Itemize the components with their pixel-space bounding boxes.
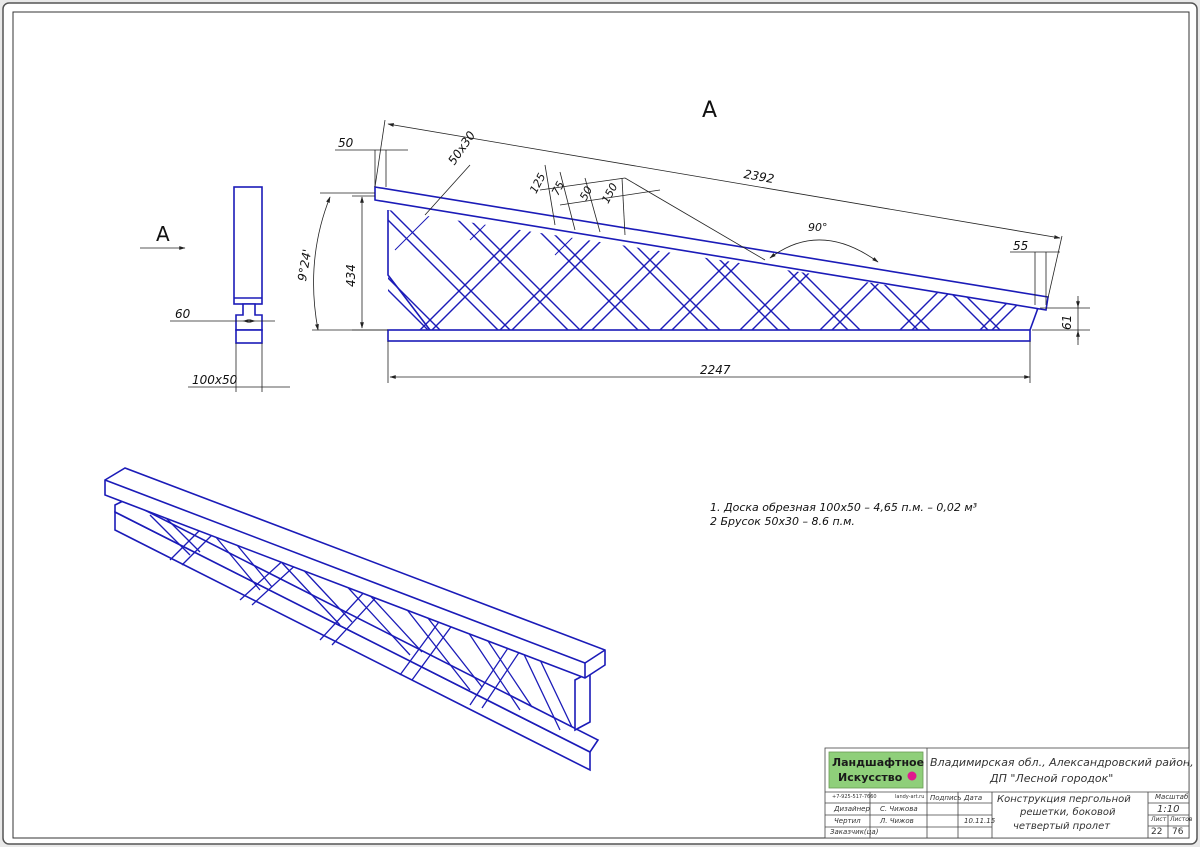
logo-dot-icon [907, 771, 917, 781]
scale-value: 1:10 [1157, 804, 1180, 815]
view-label: А [702, 98, 718, 123]
note-1: 1. Доска обрезная 100x50 – 4,65 п.м. – 0… [710, 501, 978, 514]
designer-name: С. Чижова [880, 805, 918, 813]
dim-60: 60 [175, 307, 191, 321]
date-value: 10.11.15 [964, 817, 996, 825]
dim-2247: 2247 [700, 363, 731, 377]
dim-434: 434 [344, 264, 358, 287]
section-view [233, 186, 263, 344]
site: landy-art.ru [895, 794, 925, 800]
drafter-name: Л. Чижов [880, 817, 914, 825]
logo-line2: Искусство [838, 771, 903, 784]
bottom-rail [387, 329, 1031, 342]
note-2: 2 Брусок 50x30 – 8.6 п.м. [710, 515, 855, 528]
section-dimensions [140, 246, 290, 392]
title-line3: четвертый пролет [1013, 821, 1111, 832]
address-line2: ДП "Лесной городок" [990, 772, 1114, 785]
title-block [824, 747, 1190, 839]
sheets-label: Листов [1170, 816, 1193, 823]
sheets-value: 76 [1172, 827, 1184, 837]
logo-box [828, 751, 924, 789]
address-line1: Владимирская обл., Александровский район… [930, 756, 1194, 769]
title-line1: Конструкция пергольной [997, 794, 1131, 805]
isometric-view [104, 467, 606, 772]
drafter-role: Чертил [834, 817, 861, 825]
dim-100x50: 100x50 [192, 373, 238, 387]
sheet-label: Лист [1151, 816, 1167, 823]
col-date: Дата [964, 794, 983, 802]
front-dimensions [312, 119, 1090, 383]
post-bottom [235, 329, 263, 344]
designer-role: Дизайнер [834, 805, 870, 813]
dim-61: 61 [1060, 314, 1074, 330]
title-line2: решетки, боковой [1020, 807, 1116, 818]
col-sign: Подпись [930, 794, 962, 802]
dim-90: 90° [808, 221, 828, 234]
scale-label: Масштаб [1155, 793, 1189, 801]
logo-line1: Ландшафтное [832, 756, 925, 769]
customer-role: Заказчик(ца) [830, 828, 879, 836]
phone: +7-925-517-7660 [832, 794, 877, 800]
inner-frame [12, 11, 1190, 839]
view-arrow-label: А [156, 222, 170, 246]
dim-55: 55 [1013, 239, 1029, 253]
dim-50-top: 50 [338, 136, 354, 150]
sheet-value: 22 [1151, 827, 1163, 837]
post-top [233, 186, 263, 305]
